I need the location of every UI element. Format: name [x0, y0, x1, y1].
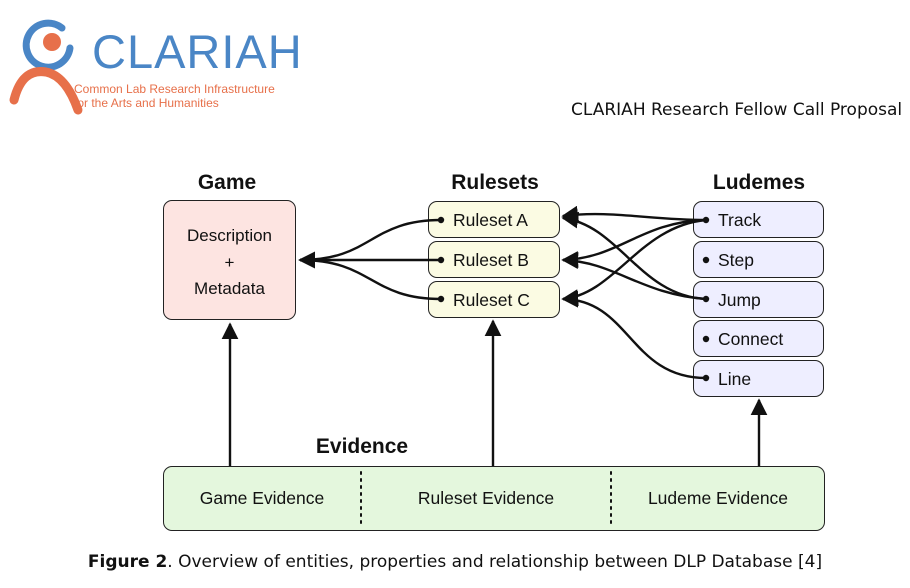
game-plus-label: + — [224, 253, 235, 272]
figure-caption-text: . Overview of entities, properties and r… — [167, 552, 823, 572]
clariah-logo: CLARIAH Common Lab Research Infrastructu… — [0, 0, 330, 120]
evidence-box — [163, 466, 825, 531]
evidence-title: Evidence — [315, 435, 409, 458]
ruleset-c-box — [428, 281, 560, 318]
ludeme-line-label: Line — [718, 369, 752, 389]
game-evidence-label: Game Evidence — [199, 488, 325, 508]
ludeme-jump-label: Jump — [718, 290, 761, 310]
ludeme-track-label: Track — [718, 210, 762, 230]
ruleset-evidence-label: Ruleset Evidence — [417, 488, 555, 508]
game-description-label: Description — [186, 226, 273, 245]
ludeme-connect-label: Connect — [718, 329, 784, 349]
arrow-track-to-ruleset-a — [561, 205, 707, 223]
dot-ruleset-c — [437, 295, 445, 303]
figure-label: Figure 2 — [87, 552, 168, 572]
dot-step — [702, 256, 710, 264]
dot-connect — [702, 335, 710, 343]
ludemes-column-title: Ludemes — [712, 171, 806, 194]
arrow-line-to-ruleset-c — [561, 290, 707, 380]
arrow-ruleset-c-to-game — [298, 251, 442, 301]
ludeme-step-box — [693, 241, 824, 278]
arrow-track-to-ruleset-b — [561, 218, 707, 268]
logo-subtitle-line1: Common Lab Research Infrastructure — [74, 82, 275, 96]
ruleset-b-box — [428, 241, 560, 278]
arrow-track-to-ruleset-c — [561, 218, 707, 306]
dot-jump — [702, 295, 710, 303]
figure-caption: Figure 2. Overview of entities, properti… — [0, 552, 910, 572]
arrow-ruleset-a-to-game — [298, 218, 442, 269]
arrow-jump-to-ruleset-b — [561, 252, 707, 301]
game-metadata-label: Metadata — [194, 279, 265, 298]
ruleset-c-label: Ruleset C — [453, 290, 530, 310]
logo-wordmark: CLARIAH — [92, 25, 303, 78]
game-column-title: Game — [197, 171, 257, 194]
ludeme-line-box — [693, 360, 824, 397]
ludeme-step-label: Step — [718, 250, 754, 270]
ludeme-jump-box — [693, 281, 824, 318]
rulesets-column-title: Rulesets — [451, 171, 539, 194]
logo-figure-icon — [9, 19, 83, 115]
dot-track — [702, 216, 710, 224]
ruleset-a-label: Ruleset A — [453, 210, 528, 230]
ludeme-evidence-label: Ludeme Evidence — [647, 488, 789, 508]
logo-subtitle-line2: for the Arts and Humanities — [74, 96, 219, 110]
dot-ruleset-b — [437, 256, 445, 264]
game-box — [163, 200, 296, 320]
dot-line — [702, 374, 710, 382]
ludeme-connect-box — [693, 320, 824, 357]
ruleset-b-label: Ruleset B — [453, 250, 529, 270]
dot-ruleset-a — [437, 216, 445, 224]
ludeme-track-box — [693, 201, 824, 238]
proposal-header: CLARIAH Research Fellow Call Proposal — [571, 100, 903, 120]
